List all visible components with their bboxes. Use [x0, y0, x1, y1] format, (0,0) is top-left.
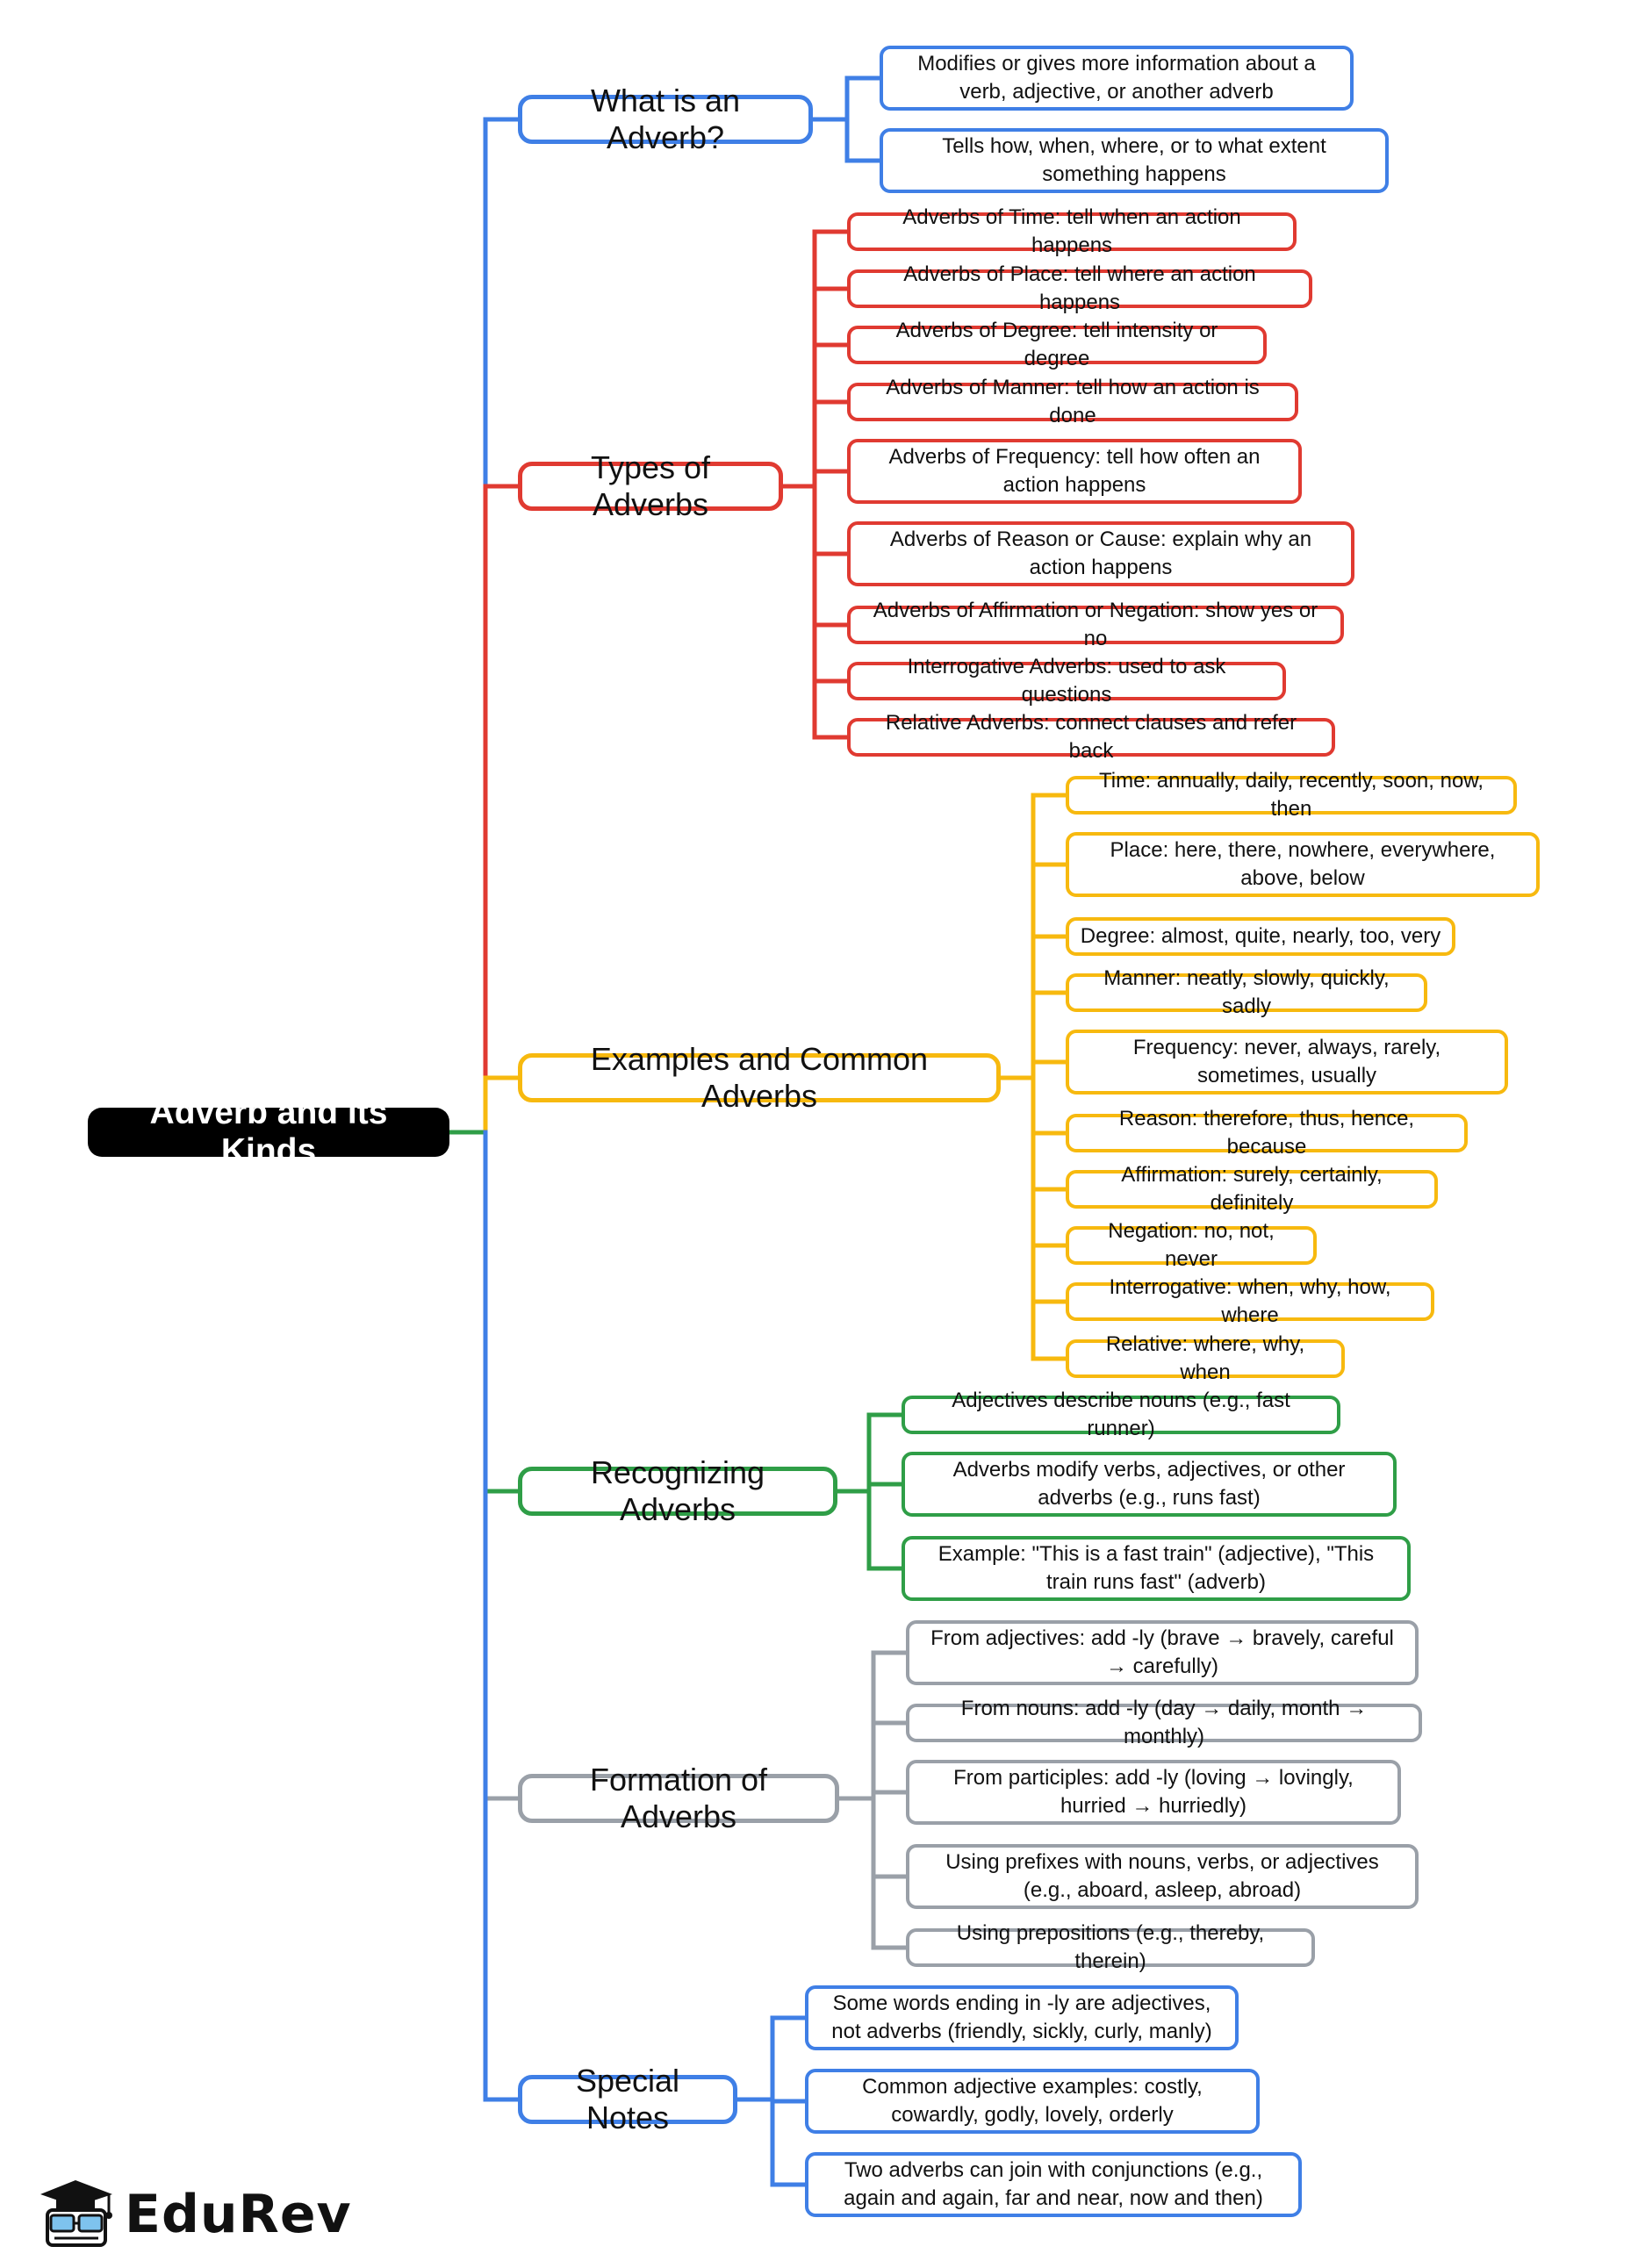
- leaf-types-5: Adverbs of Reason or Cause: explain why …: [847, 521, 1354, 586]
- leaf-examples-4: Frequency: never, always, rarely, someti…: [1066, 1030, 1508, 1095]
- leaf-notes-0: Some words ending in -ly are adjectives,…: [805, 1985, 1239, 2050]
- leaf-examples-7: Negation: no, not, never: [1066, 1219, 1317, 1271]
- leaf-examples-3: Manner: neatly, slowly, quickly, sadly: [1066, 966, 1427, 1018]
- leaf-what-is-1: Tells how, when, where, or to what exten…: [880, 128, 1389, 193]
- leaf-types-8: Relative Adverbs: connect clauses and re…: [847, 711, 1335, 763]
- branch-examples: Examples and Common Adverbs: [518, 1041, 1001, 1114]
- leaf-formation-3: Using prefixes with nouns, verbs, or adj…: [906, 1844, 1419, 1909]
- leaf-types-2: Adverbs of Degree: tell intensity or deg…: [847, 319, 1267, 370]
- leaf-recognizing-1: Adverbs modify verbs, adjectives, or oth…: [902, 1452, 1397, 1517]
- branch-what-is: What is an Adverb?: [518, 83, 813, 155]
- leaf-examples-6: Affirmation: surely, certainly, definite…: [1066, 1163, 1438, 1215]
- leaf-notes-2: Two adverbs can join with conjunctions (…: [805, 2152, 1302, 2217]
- leaf-types-4: Adverbs of Frequency: tell how often an …: [847, 439, 1302, 504]
- leaf-notes-1: Common adjective examples: costly, cowar…: [805, 2069, 1260, 2134]
- leaf-types-7: Interrogative Adverbs: used to ask quest…: [847, 655, 1286, 707]
- leaf-what-is-0: Modifies or gives more information about…: [880, 46, 1354, 111]
- leaf-examples-9: Relative: where, why, when: [1066, 1332, 1345, 1384]
- branch-recognizing: Recognizing Adverbs: [518, 1454, 837, 1527]
- root-node: Adverb and its Kinds: [88, 1094, 449, 1170]
- leaf-examples-5: Reason: therefore, thus, hence, because: [1066, 1107, 1468, 1159]
- leaf-recognizing-2: Example: "This is a fast train" (adjecti…: [902, 1536, 1411, 1601]
- leaf-examples-2: Degree: almost, quite, nearly, too, very: [1066, 917, 1455, 956]
- leaf-formation-0: From adjectives: add -ly (brave → bravel…: [906, 1620, 1419, 1685]
- edurev-logo-icon: [40, 2180, 112, 2247]
- branch-formation: Formation of Adverbs: [518, 1762, 839, 1834]
- leaf-types-1: Adverbs of Place: tell where an action h…: [847, 262, 1312, 314]
- leaf-types-3: Adverbs of Manner: tell how an action is…: [847, 376, 1298, 427]
- branch-types: Types of Adverbs: [518, 449, 783, 522]
- leaf-examples-8: Interrogative: when, why, how, where: [1066, 1275, 1434, 1327]
- leaf-recognizing-0: Adjectives describe nouns (e.g., fast ru…: [902, 1389, 1340, 1440]
- leaf-formation-1: From nouns: add -ly (day → daily, month …: [906, 1697, 1422, 1748]
- leaf-examples-1: Place: here, there, nowhere, everywhere,…: [1066, 832, 1540, 897]
- leaf-types-6: Adverbs of Affirmation or Negation: show…: [847, 599, 1344, 650]
- logo-text: EduRev: [125, 2184, 352, 2245]
- leaf-types-0: Adverbs of Time: tell when an action hap…: [847, 205, 1297, 257]
- leaf-formation-4: Using prepositions (e.g., thereby, there…: [906, 1921, 1315, 1973]
- leaf-examples-0: Time: annually, daily, recently, soon, n…: [1066, 769, 1517, 821]
- branch-notes: Special Notes: [518, 2063, 737, 2135]
- leaf-formation-2: From participles: add -ly (loving → lovi…: [906, 1760, 1401, 1825]
